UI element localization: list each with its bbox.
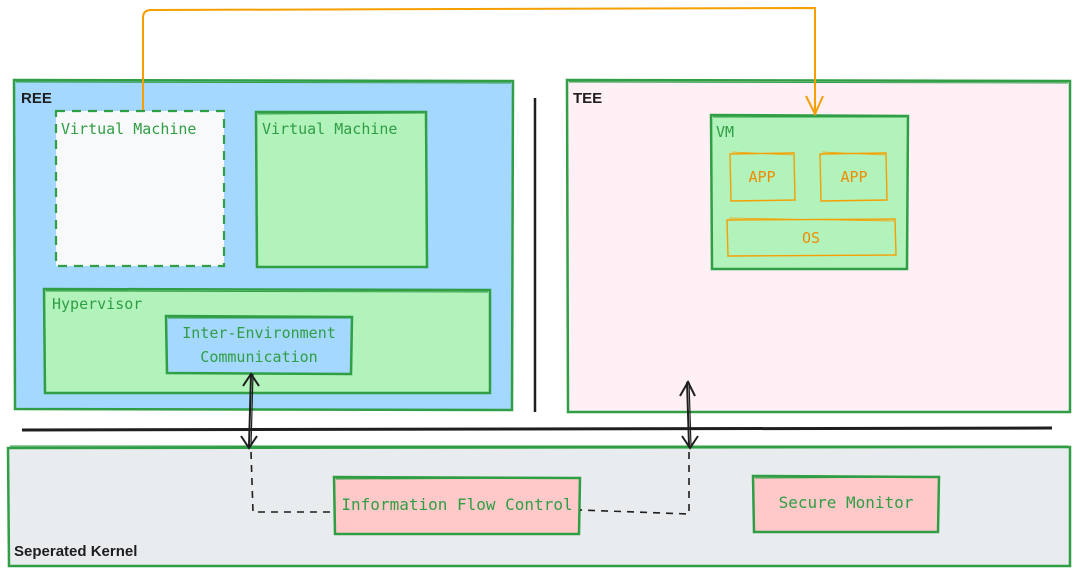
app-label-2: APP: [840, 168, 867, 186]
app-label-1: APP: [748, 168, 775, 186]
app-box-2: APP: [819, 151, 888, 202]
virtual-machine-dashed-box: Virtual Machine: [54, 109, 226, 268]
hypervisor-box: Hypervisor: [42, 287, 492, 395]
migration-arrow-head: [805, 95, 824, 117]
app-box-1: APP: [729, 151, 796, 202]
tee-title: TEE: [573, 90, 602, 107]
iec-label-line2: Communication: [200, 348, 317, 366]
os-label: OS: [802, 229, 820, 247]
secure-monitor-box: Secure Monitor: [751, 474, 941, 534]
hypervisor-label: Hypervisor: [52, 295, 142, 313]
virtual-machine-solid-label: Virtual Machine: [262, 120, 397, 138]
migration-arrow: [142, 6, 816, 112]
iec-label-line1: Inter-Environment: [182, 324, 336, 342]
tee-kernel-double-arrow: [679, 379, 699, 450]
secure-monitor-label: Secure Monitor: [779, 493, 914, 512]
virtual-machine-solid-box: Virtual Machine: [254, 110, 429, 269]
ifc-label: Information Flow Control: [341, 495, 572, 514]
ree-kernel-double-arrow: [240, 372, 260, 450]
inter-environment-communication-box: Inter-Environment Communication: [164, 314, 354, 376]
kernel-title: Seperated Kernel: [14, 543, 137, 560]
virtual-machine-dashed-label: Virtual Machine: [61, 120, 196, 138]
ree-title: REE: [21, 90, 52, 107]
tee-vm-box: VM: [709, 113, 910, 271]
tee-vm-label: VM: [716, 123, 734, 141]
kernel-separator-line: [21, 426, 1053, 432]
information-flow-control-box: Information Flow Control: [332, 475, 582, 536]
os-box: OS: [726, 217, 897, 257]
ifc-dashed-connector-right: [579, 452, 690, 515]
